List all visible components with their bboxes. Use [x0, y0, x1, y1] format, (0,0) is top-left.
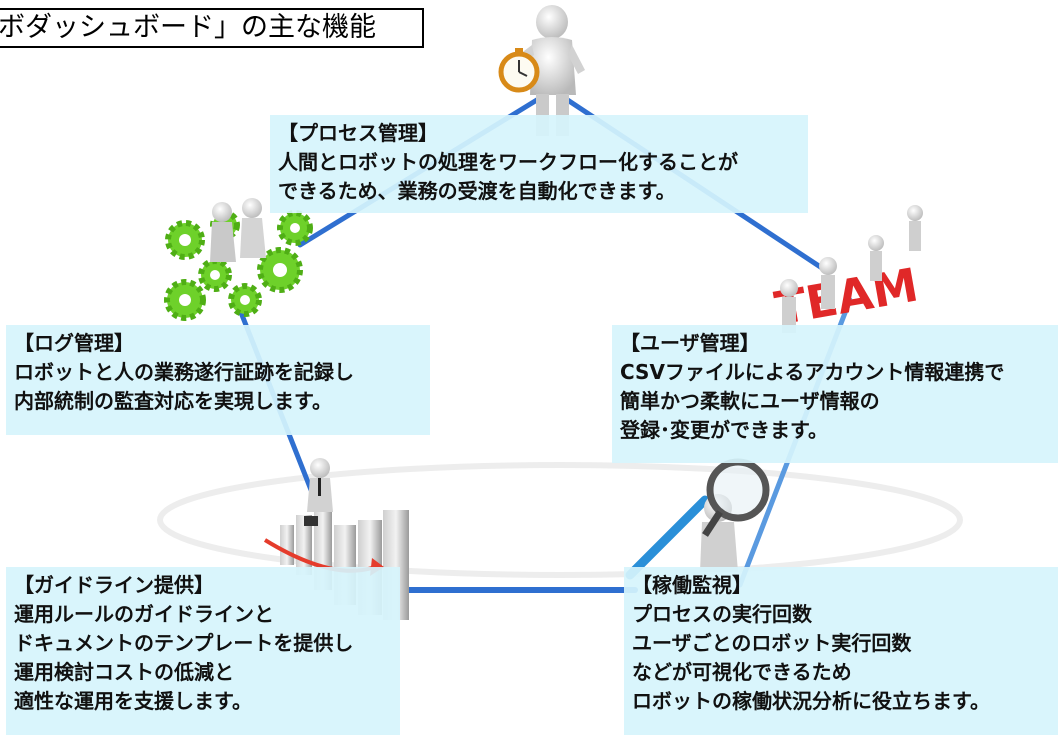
magnifier-figure: [700, 458, 770, 572]
card-line: 簡単かつ柔軟にユーザ情報の: [620, 389, 880, 413]
card-line: ユーザごとのロボット実行回数: [632, 631, 912, 655]
team-figure: TEAM: [771, 205, 923, 336]
card-line: CSVファイルによるアカウント情報連携で: [620, 360, 1005, 384]
card-line: 適性な運用を支援します。: [14, 689, 252, 713]
page-title: ボダッシュボード」の主な機能: [0, 8, 424, 48]
card-line: 人間とロボットの処理をワークフロー化することが: [278, 150, 738, 174]
log-management-card: 【ログ管理】 ロボットと人の業務遂行証跡を記録し 内部統制の監査対応を実現します…: [6, 325, 430, 435]
user-management-card: 【ユーザ管理】 CSVファイルによるアカウント情報連携で 簡単かつ柔軟にユーザ情…: [612, 325, 1058, 463]
gears-figure: [164, 198, 313, 321]
card-line: 運用検討コストの低減と: [14, 660, 234, 684]
card-line: 登録･変更ができます。: [620, 418, 828, 442]
card-line: ドキュメントのテンプレートを提供し: [14, 631, 354, 655]
card-line: できるため、業務の受渡を自動化できます。: [278, 179, 676, 203]
card-heading: 【ユーザ管理】: [620, 331, 760, 355]
card-heading: 【ガイドライン提供】: [14, 573, 214, 597]
card-heading: 【ログ管理】: [14, 331, 134, 355]
card-line: ロボットの稼働状況分析に役立ちます。: [632, 689, 990, 713]
card-line: プロセスの実行回数: [632, 602, 812, 626]
card-heading: 【プロセス管理】: [278, 121, 438, 145]
card-line: ロボットと人の業務遂行証跡を記録し: [14, 360, 354, 384]
floor-shadow: [157, 462, 963, 578]
line-inner: [625, 495, 710, 580]
guideline-card: 【ガイドライン提供】 運用ルールのガイドラインと ドキュメントのテンプレートを提…: [6, 567, 400, 735]
card-line: 運用ルールのガイドラインと: [14, 602, 274, 626]
operation-monitoring-card: 【稼働監視】 プロセスの実行回数 ユーザごとのロボット実行回数 などが可視化でき…: [624, 567, 1058, 735]
magnifier-icon: [706, 458, 770, 522]
process-management-card: 【プロセス管理】 人間とロボットの処理をワークフロー化することが できるため、業…: [270, 115, 808, 213]
card-heading: 【稼働監視】: [632, 573, 752, 597]
card-line: 内部統制の監査対応を実現します。: [14, 389, 332, 413]
card-line: などが可視化できるため: [632, 660, 852, 684]
